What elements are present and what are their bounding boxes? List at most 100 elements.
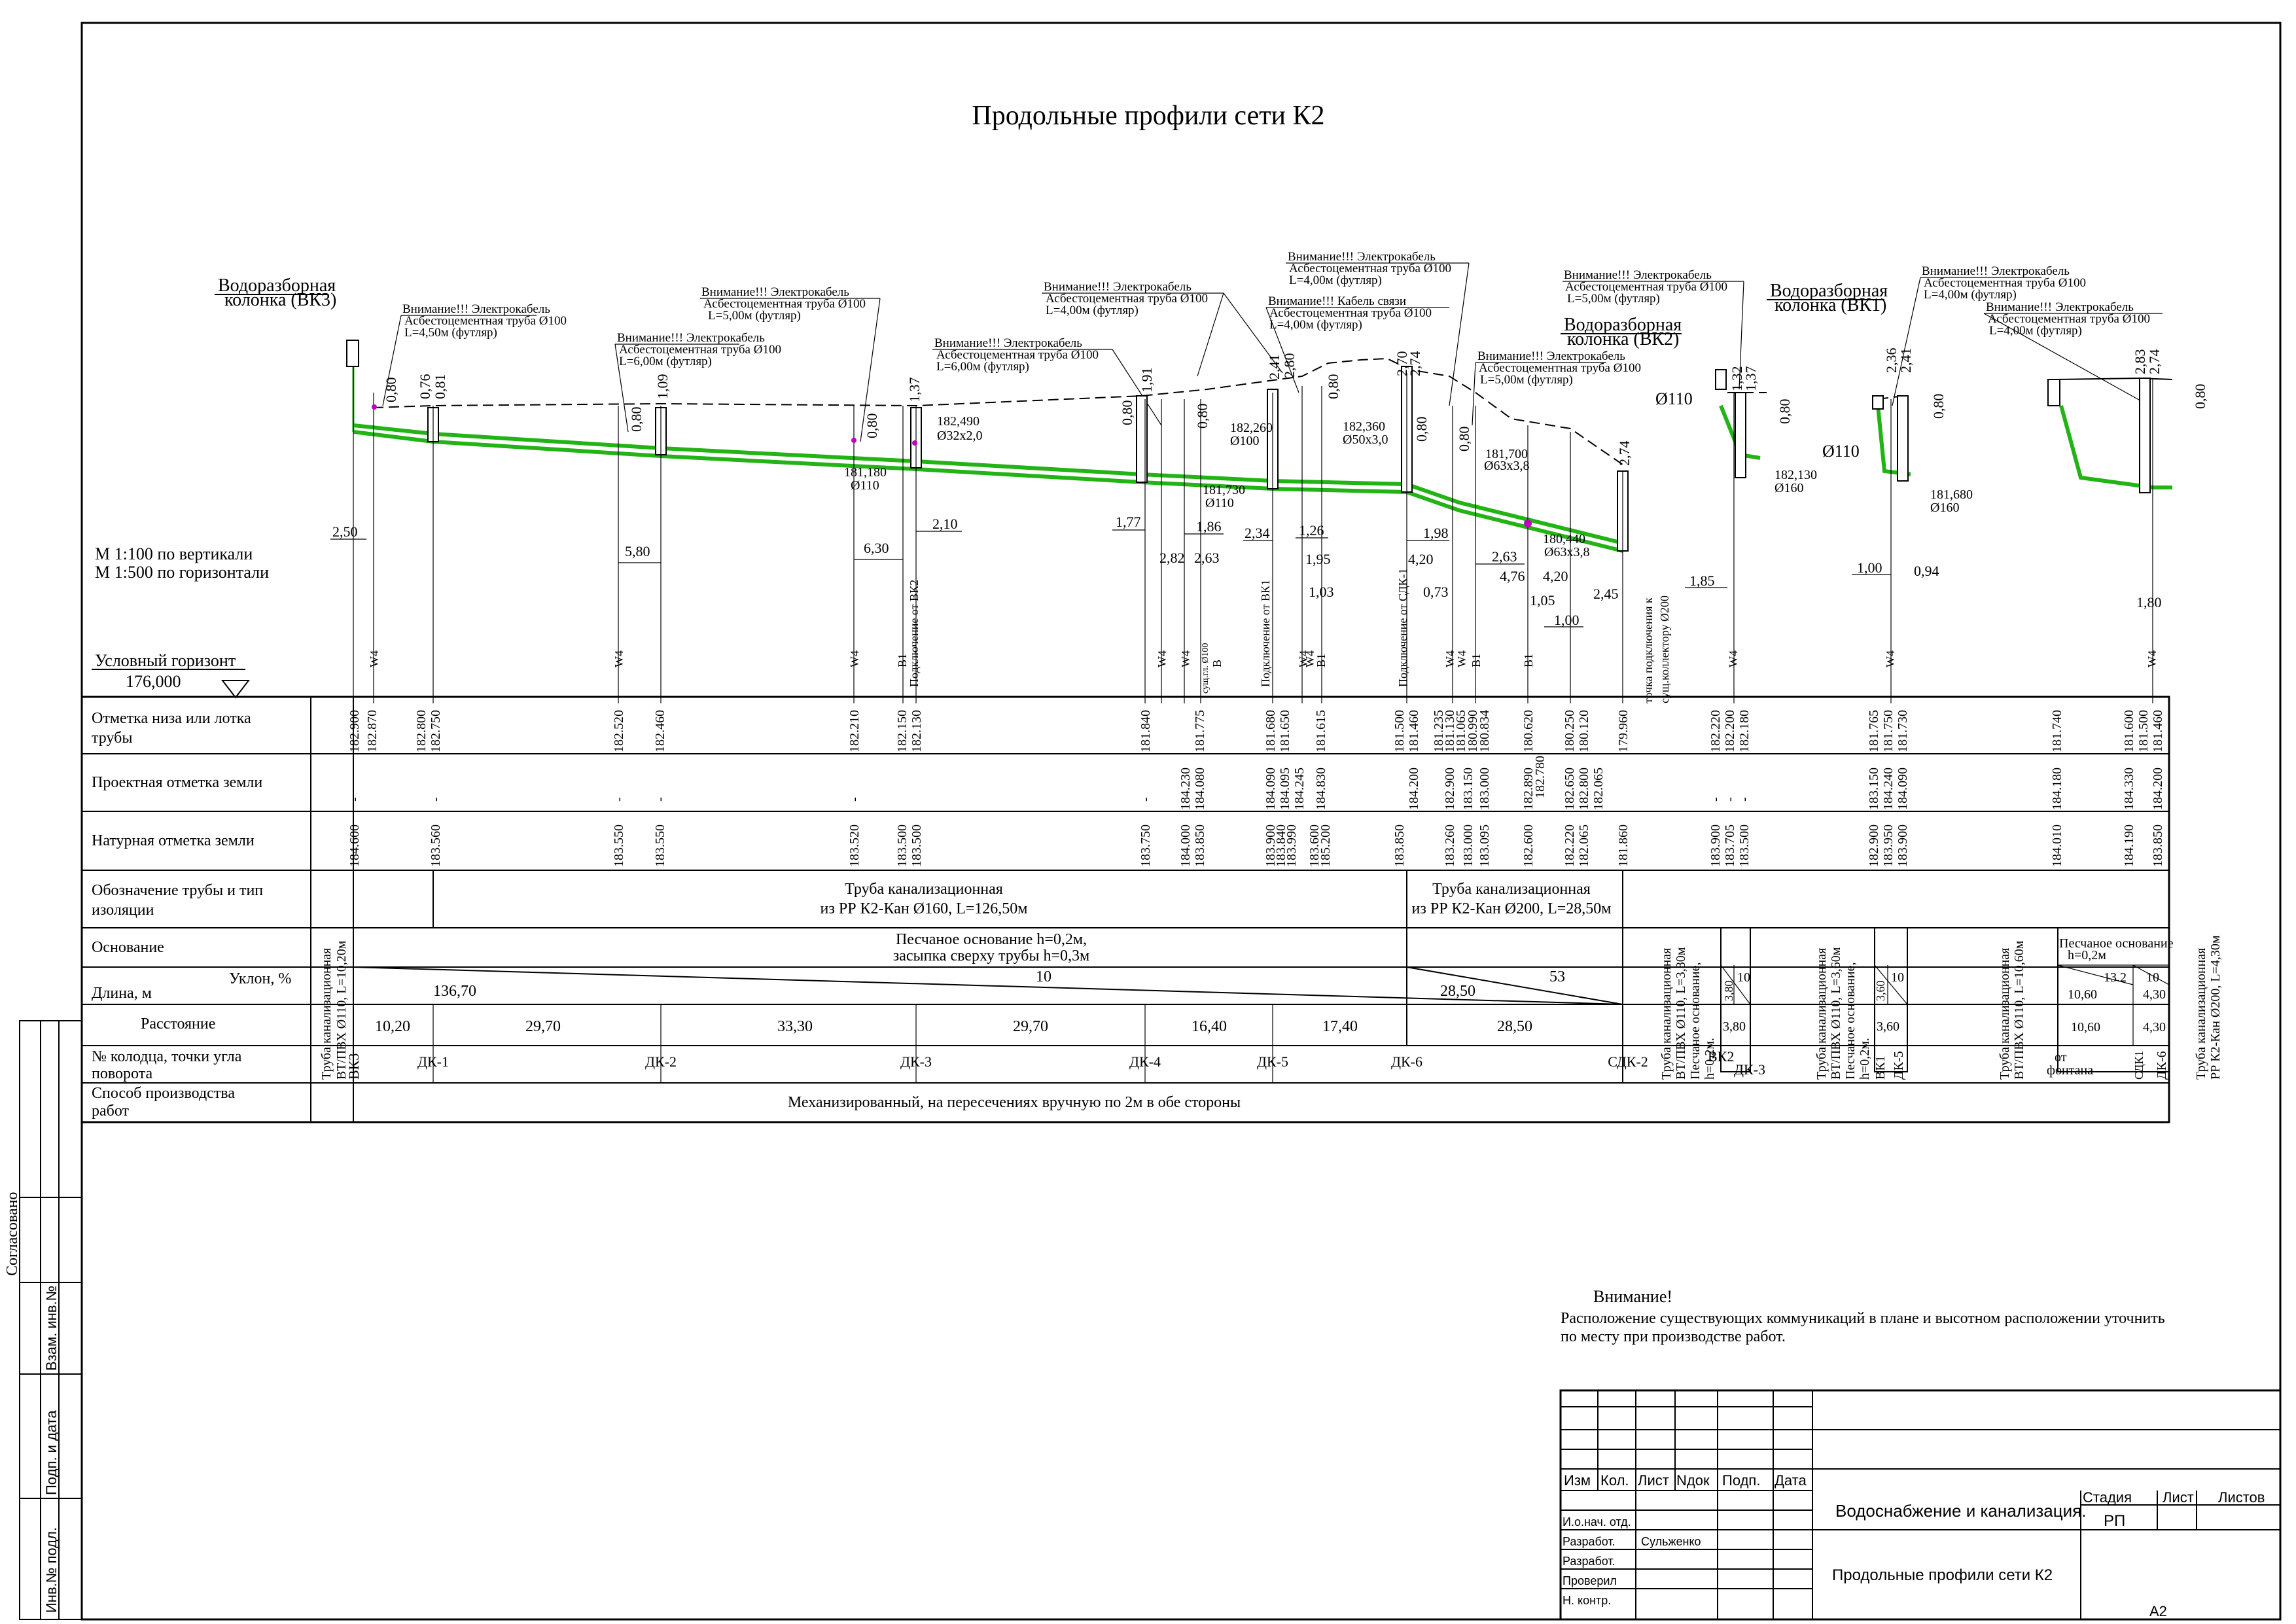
svg-text:засыпка сверху трубы h=0,3м: засыпка сверху трубы h=0,3м — [893, 947, 1090, 964]
svg-text:181.750: 181.750 — [1881, 710, 1896, 752]
svg-text:1,86: 1,86 — [1196, 518, 1222, 535]
svg-text:Асбестоцементная труба Ø100: Асбестоцементная труба Ø100 — [1269, 306, 1432, 320]
svg-text:2,74: 2,74 — [2146, 349, 2163, 375]
svg-text:180.250: 180.250 — [1563, 710, 1577, 752]
svg-text:181.840: 181.840 — [1139, 710, 1153, 752]
svg-text:1,32: 1,32 — [1729, 366, 1745, 392]
svg-text:1,85: 1,85 — [1689, 573, 1715, 589]
warning-l1: Расположение существующих коммуникаций в… — [1561, 1310, 2165, 1327]
branch-vk2-table: Труба канализационная ВТ/ПВХ Ø110, L=3,8… — [1659, 927, 1765, 1080]
svg-text:L=6,00м (футляр): L=6,00м (футляр) — [936, 360, 1029, 374]
svg-text:Дата: Дата — [1775, 1472, 1807, 1489]
svg-text:181.775: 181.775 — [1193, 710, 1207, 752]
warning-l2: по месту при производстве работ. — [1561, 1328, 1786, 1345]
svg-text:Труба канализационная: Труба канализационная — [1432, 881, 1591, 898]
svg-text:изоляции: изоляции — [92, 902, 154, 919]
svg-text:10,60: 10,60 — [2071, 1020, 2100, 1034]
svg-text:0,94: 0,94 — [1914, 563, 1939, 579]
svg-text:№ колодца, точки угла: № колодца, точки угла — [92, 1048, 242, 1065]
svg-text:2,74: 2,74 — [1407, 351, 1423, 377]
svg-text:183.900: 183.900 — [1896, 824, 1910, 867]
svg-text:3,60: 3,60 — [1874, 981, 1887, 1002]
svg-text:1,05: 1,05 — [1530, 592, 1555, 609]
svg-text:B1: B1 — [896, 654, 909, 667]
svg-text:Отметка низа или лотка: Отметка низа или лотка — [92, 710, 251, 727]
svg-text:1,98: 1,98 — [1423, 525, 1449, 541]
svg-text:Подп.: Подп. — [1722, 1472, 1760, 1489]
svg-text:ВК2: ВК2 — [1708, 1048, 1734, 1065]
svg-text:183.500: 183.500 — [895, 824, 910, 867]
svg-text:0,80: 0,80 — [1413, 417, 1430, 442]
svg-text:ВТ/ПВХ Ø110, L=3,80м: ВТ/ПВХ Ø110, L=3,80м — [1674, 947, 1688, 1080]
svg-text:2,63: 2,63 — [1492, 548, 1517, 565]
svg-text:182.220: 182.220 — [1563, 824, 1577, 867]
page-title: Продольные профили сети К2 — [972, 101, 1324, 131]
svg-text:Ø160: Ø160 — [1775, 481, 1803, 495]
svg-text:трубы: трубы — [92, 730, 132, 747]
svg-text:184.200: 184.200 — [2151, 768, 2165, 810]
svg-text:ВТ/ПВХ Ø110, L=10,60м: ВТ/ПВХ Ø110, L=10,60м — [2012, 940, 2026, 1080]
svg-text:183.550: 183.550 — [653, 824, 667, 867]
svg-text:183.900: 183.900 — [1708, 824, 1723, 867]
svg-text:1,00: 1,00 — [1857, 559, 1882, 576]
svg-text:3,80: 3,80 — [1723, 1019, 1746, 1034]
horizon-value: 176,000 — [126, 672, 181, 691]
svg-text:182.900: 182.900 — [1443, 768, 1457, 810]
svg-text:180.620: 180.620 — [1521, 710, 1536, 752]
ground-line-main — [372, 357, 1623, 465]
svg-text:183.705: 183.705 — [1723, 824, 1737, 867]
svg-text:2,34: 2,34 — [1245, 525, 1270, 541]
svg-text:182.650: 182.650 — [1563, 768, 1577, 810]
svg-text:3,60: 3,60 — [1877, 1019, 1899, 1034]
well-names: ВК3 ДК-1 ДК-2 ДК-3 ДК-4 ДК-5 ДК-6 СДК-2 — [345, 1053, 1648, 1080]
svg-text:Внимание!!! Электрокабель: Внимание!!! Электрокабель — [1044, 280, 1192, 294]
svg-text:Сульженко: Сульженко — [1641, 1535, 1701, 1548]
svg-text:Изм: Изм — [1564, 1472, 1591, 1489]
svg-text:ДК-3: ДК-3 — [1734, 1061, 1765, 1078]
svg-text:0,80: 0,80 — [1776, 399, 1793, 425]
svg-text:ДК-6: ДК-6 — [1391, 1053, 1422, 1070]
svg-text:сущ.гл. Ø100: сущ.гл. Ø100 — [1201, 643, 1210, 694]
svg-text:h=0,2м.: h=0,2м. — [1858, 1038, 1872, 1080]
svg-text:181.740: 181.740 — [2050, 710, 2064, 752]
svg-text:-: - — [1723, 797, 1737, 802]
svg-text:Расстояние: Расстояние — [141, 1015, 215, 1033]
svg-text:10: 10 — [1036, 968, 1051, 985]
profile-table-grid — [80, 696, 2170, 1123]
svg-text:0,80: 0,80 — [1194, 404, 1210, 429]
svg-text:2,10: 2,10 — [932, 516, 958, 532]
svg-text:184.240: 184.240 — [1881, 768, 1896, 810]
svg-text:ДК-1: ДК-1 — [417, 1053, 449, 1070]
svg-text:0,80: 0,80 — [1119, 400, 1135, 426]
svg-text:B1: B1 — [1315, 654, 1328, 667]
side-stamp-frame — [19, 1020, 82, 1620]
svg-text:И.о.нач. отд.: И.о.нач. отд. — [1563, 1515, 1631, 1528]
branch-fountain-table: Труба канализационная ВТ/ПВХ Ø110, L=10,… — [1998, 927, 2223, 1080]
sheet-frame — [80, 22, 2282, 1621]
connection-note-l1: точка подключения к — [1642, 597, 1655, 703]
svg-text:Натурная отметка земли: Натурная отметка земли — [92, 832, 255, 849]
svg-text:Асбестоцементная труба Ø100: Асбестоцементная труба Ø100 — [1479, 361, 1641, 375]
svg-text:0,80: 0,80 — [1456, 427, 1472, 452]
svg-text:181.460: 181.460 — [2151, 710, 2165, 752]
svg-text:W4: W4 — [1303, 650, 1316, 667]
svg-text:L=4,00м (футляр): L=4,00м (футляр) — [1924, 288, 2017, 302]
svg-text:181.065: 181.065 — [1454, 710, 1468, 752]
svg-text:182.800: 182.800 — [1577, 768, 1591, 810]
svg-text:Труба канализационная: Труба канализационная — [1814, 948, 1829, 1080]
svg-text:181.650: 181.650 — [1278, 710, 1292, 752]
svg-text:4,76: 4,76 — [1500, 568, 1525, 584]
svg-text:10: 10 — [1891, 970, 1904, 985]
svg-text:W4: W4 — [1297, 650, 1310, 667]
warning-title: Внимание! — [1593, 1287, 1672, 1306]
svg-text:0,76: 0,76 — [417, 374, 433, 400]
svg-text:Основание: Основание — [92, 939, 164, 956]
natural-ground-elevations: 184.600 183.560 183.550 183.550 183.520 … — [347, 824, 2165, 867]
svg-text:Внимание!!! Электрокабель: Внимание!!! Электрокабель — [1922, 264, 2070, 278]
svg-text:Внимание!!! Электрокабель: Внимание!!! Электрокабель — [1986, 300, 2134, 314]
svg-text:182.210: 182.210 — [847, 710, 862, 752]
svg-text:182.065: 182.065 — [1591, 768, 1606, 810]
title-block-cols: Изм Кол. Лист Nдок Подп. Дата — [1564, 1472, 1807, 1489]
svg-text:Асбестоцементная труба Ø100: Асбестоцементная труба Ø100 — [936, 348, 1099, 362]
svg-text:ВК3: ВК3 — [345, 1053, 362, 1080]
